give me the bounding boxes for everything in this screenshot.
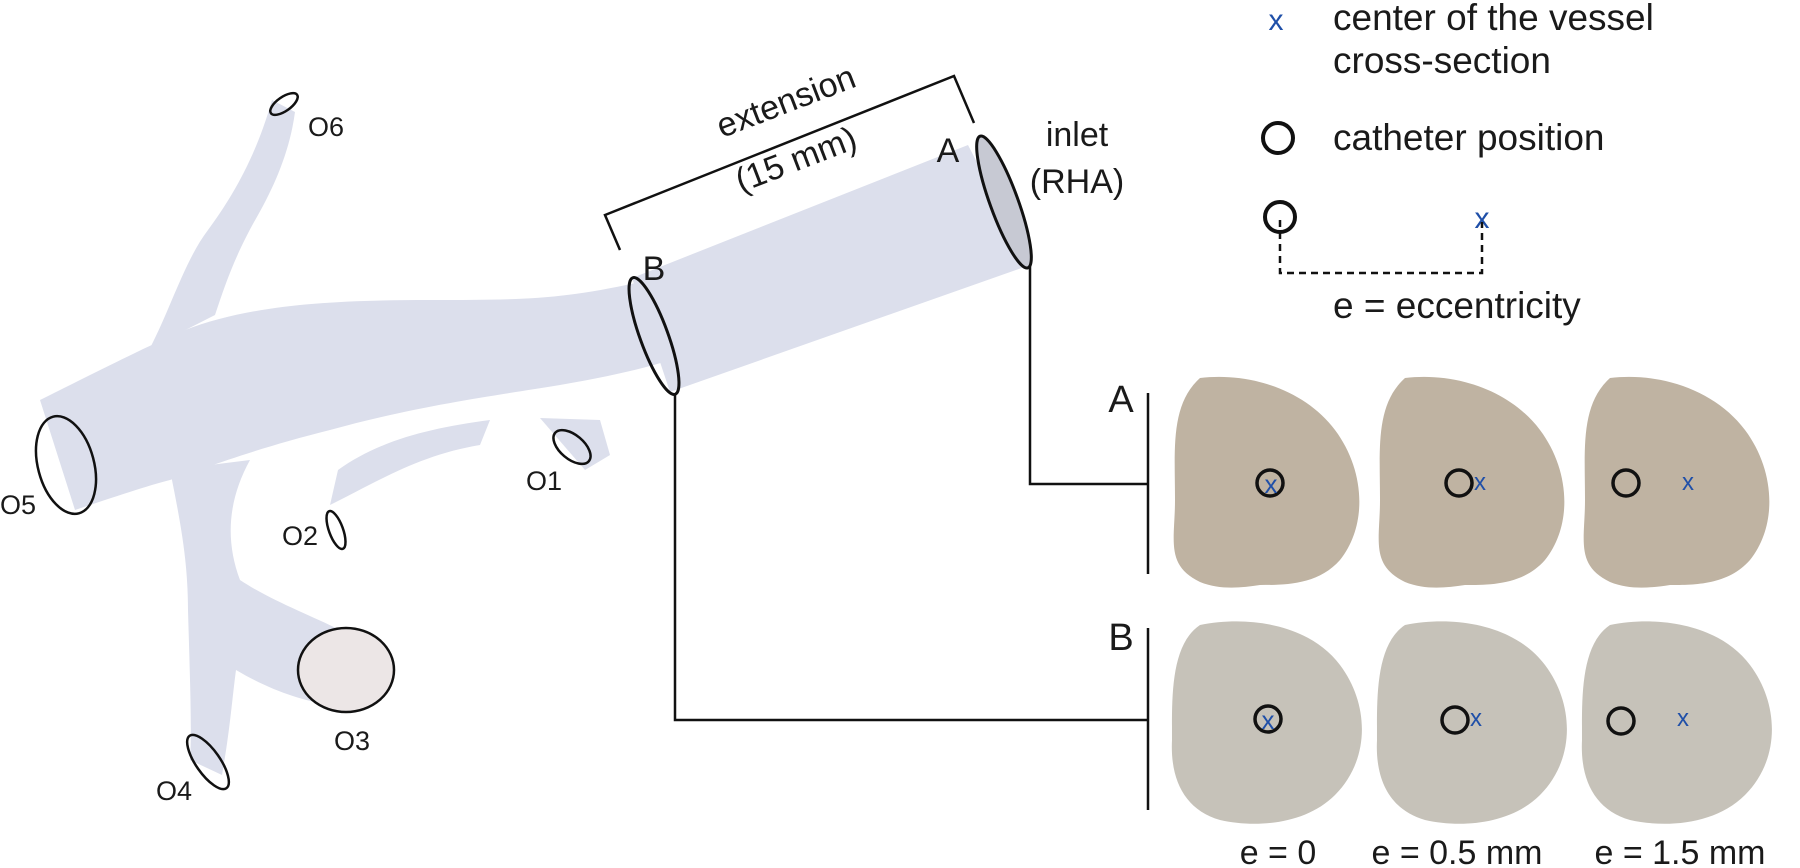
vessel-body — [40, 100, 1030, 775]
outlet-o1-label: O1 — [526, 466, 562, 496]
outlet-o2-label: O2 — [282, 521, 318, 551]
legend-center-line1: center of the vessel — [1333, 0, 1654, 38]
outlet-o6-ring — [269, 91, 299, 117]
section-a-e0: x — [1173, 376, 1360, 588]
row-a-label: A — [1108, 379, 1134, 421]
legend-ecc-center-symbol: x — [1475, 202, 1490, 235]
outlet-o3-ring — [296, 626, 396, 714]
section-a-e15: x — [1583, 376, 1770, 588]
legend-center-line2: cross-section — [1333, 40, 1551, 81]
vessel-trunk — [40, 282, 670, 510]
legend-catheter-circle — [1261, 121, 1295, 155]
outlet-o6-label: O6 — [308, 112, 344, 142]
section-a-e05-catheter — [1444, 468, 1474, 498]
section-a-e05-center: x — [1474, 469, 1486, 496]
section-b-e05-center: x — [1470, 705, 1482, 732]
section-b-e05-fill — [1376, 621, 1567, 824]
outlet-o4-ring — [185, 733, 231, 791]
section-a-e0-fill — [1173, 376, 1360, 588]
vessel-extension — [632, 145, 1030, 392]
legend-eccentricity-text: e = eccentricity — [1333, 285, 1581, 326]
branch-o2 — [330, 420, 490, 505]
legend-catheter-text: catheter position — [1333, 117, 1605, 158]
branch-o6 — [150, 100, 295, 348]
cross-section-grid: A B x x x x x — [1108, 376, 1772, 868]
section-b-e0-catheter — [1253, 704, 1283, 734]
section-b-e15-fill — [1581, 621, 1772, 824]
section-a-e15-catheter — [1611, 468, 1641, 498]
inlet-sub-label: (RHA) — [1030, 163, 1124, 201]
leader-line-b — [673, 394, 1148, 722]
ecc-label-e0: e = 0 — [1240, 834, 1317, 868]
section-b-e0-center: x — [1262, 705, 1275, 735]
section-a-e15-fill — [1583, 376, 1770, 588]
outlet-o3-label: O3 — [334, 726, 370, 756]
inlet-label: inlet — [1046, 116, 1109, 154]
section-a-e15-center: x — [1682, 469, 1694, 496]
ecc-label-e05: e = 0.5 mm — [1371, 834, 1542, 868]
section-b-e15: x — [1581, 621, 1772, 824]
section-b-e15-catheter — [1606, 706, 1636, 736]
section-a-e0-center: x — [1265, 469, 1278, 499]
branch-o3-o4 — [170, 460, 340, 775]
legend-ecc-dashed-line — [1278, 220, 1484, 275]
leader-line-a — [1028, 265, 1148, 486]
outlet-o5-ring — [34, 414, 98, 516]
section-b-e0-fill — [1171, 621, 1362, 824]
legend: x center of the vessel cross-section cat… — [1261, 0, 1654, 326]
section-a-e05: x — [1378, 376, 1565, 588]
outlet-o4-label: O4 — [156, 776, 192, 806]
section-b-e15-center: x — [1677, 705, 1689, 732]
plane-a-ellipse — [975, 134, 1033, 270]
section-b-e05-catheter — [1440, 705, 1470, 735]
extension-bracket — [603, 74, 976, 251]
legend-center-symbol: x — [1269, 4, 1284, 37]
section-a-e0-catheter — [1255, 468, 1285, 498]
row-b-label: B — [1108, 617, 1133, 659]
outlet-o5-label: O5 — [0, 490, 36, 520]
section-b-e0: x — [1171, 621, 1362, 824]
ecc-label-e15: e = 1.5 mm — [1594, 834, 1765, 868]
plane-b-label: B — [643, 250, 666, 288]
legend-ecc-catheter-circle — [1263, 200, 1297, 234]
outlet-o1-ring — [552, 428, 592, 466]
plane-a-label: A — [937, 132, 960, 170]
outlet-o2-ring — [325, 509, 347, 551]
section-b-e05: x — [1376, 621, 1567, 824]
outlet-rings — [34, 91, 592, 791]
